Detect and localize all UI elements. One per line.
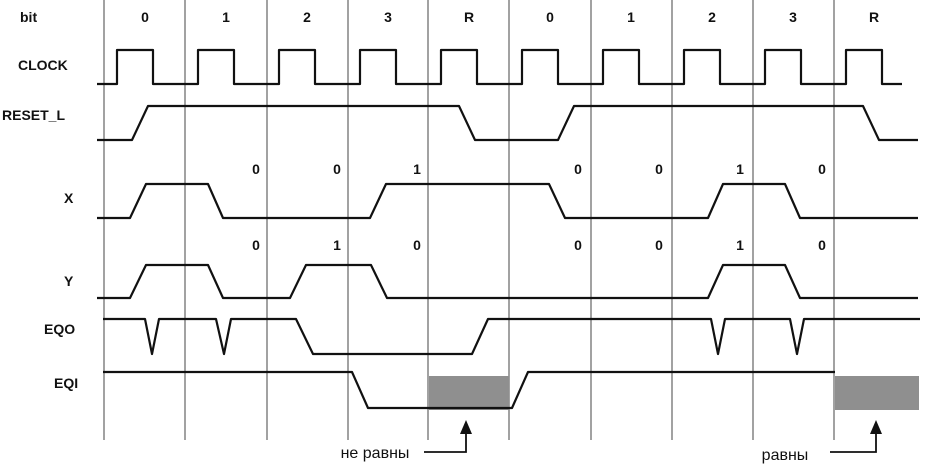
- bit-label: 1: [222, 9, 230, 25]
- bit-label: R: [869, 9, 879, 25]
- y-value: 0: [818, 237, 826, 253]
- bit-label: 3: [789, 9, 797, 25]
- bit-label: R: [464, 9, 474, 25]
- bit-label: 1: [627, 9, 635, 25]
- bit-label: 0: [141, 9, 149, 25]
- reset-waveform: [97, 104, 918, 142]
- eq0-waveform: [103, 317, 920, 356]
- signal-label-y: Y: [64, 273, 74, 289]
- grid-lines: [103, 0, 835, 440]
- y-value: 0: [413, 237, 421, 253]
- bit-header-label: bit: [20, 9, 37, 25]
- x-value: 0: [574, 161, 582, 177]
- x-value: 0: [333, 161, 341, 177]
- x-value: 0: [655, 161, 663, 177]
- y-value: 0: [574, 237, 582, 253]
- clock-waveform: [97, 48, 902, 86]
- y-value: 1: [333, 237, 341, 253]
- annotation-equal: равны: [762, 447, 809, 464]
- eq1-waveform: [103, 370, 835, 410]
- bit-label: 3: [384, 9, 392, 25]
- x-value: 0: [252, 161, 260, 177]
- eq1-undefined-region: [835, 376, 919, 410]
- signal-label-reset: RESET_L: [2, 107, 65, 123]
- signal-label-eq1: EQI: [54, 375, 78, 391]
- bit-label: 2: [708, 9, 716, 25]
- signal-label-eq0: EQO: [44, 321, 75, 337]
- annotation-not-equal: не равны: [341, 445, 410, 462]
- y-value: 0: [252, 237, 260, 253]
- arrowhead-equal: [870, 420, 882, 434]
- x-value: 1: [736, 161, 744, 177]
- bit-label: 2: [303, 9, 311, 25]
- arrow-not-equal: [424, 432, 467, 453]
- y-value: 1: [736, 237, 744, 253]
- x-value: 1: [413, 161, 421, 177]
- arrow-equal: [830, 432, 877, 453]
- bit-label: 0: [546, 9, 554, 25]
- signal-label-clock: CLOCK: [18, 57, 68, 73]
- x-waveform: [97, 182, 918, 220]
- signal-label-x: X: [64, 190, 74, 206]
- x-value: 0: [818, 161, 826, 177]
- y-value: 0: [655, 237, 663, 253]
- y-waveform: [97, 263, 918, 300]
- arrowhead-not-equal: [460, 420, 472, 434]
- eq1-undefined-region: [429, 376, 509, 410]
